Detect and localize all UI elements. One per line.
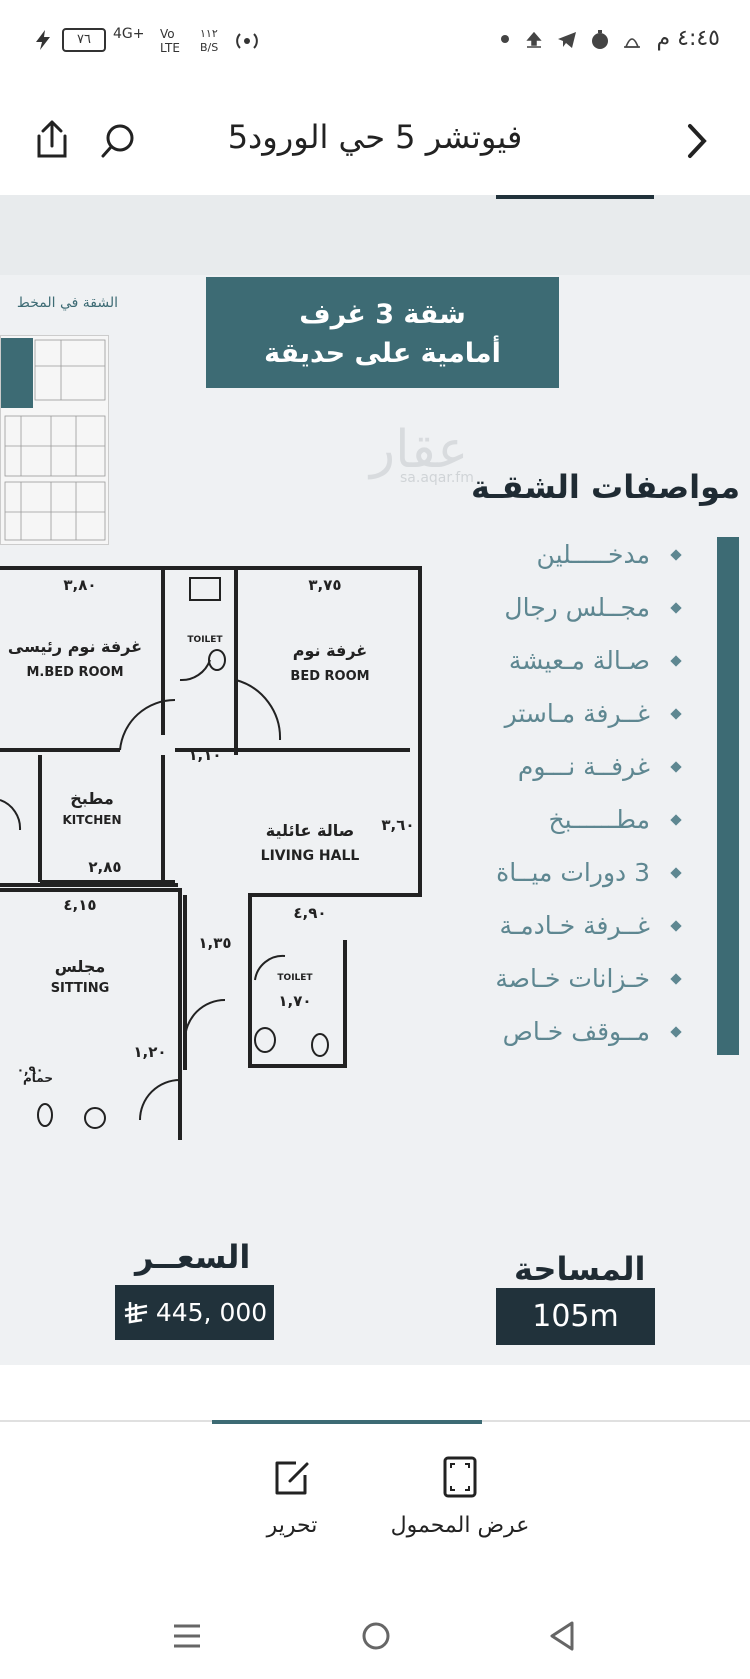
spec-item: 3 دورات ميــاة: [420, 846, 682, 899]
dim-9: ١,٢٠: [133, 1043, 166, 1061]
diamond-bullet-icon: [670, 654, 682, 667]
spec-item: مــوقف خـاص: [420, 1005, 682, 1058]
room-master-ar: غرفة نوم رئيسى: [8, 637, 142, 656]
menu-icon[interactable]: [172, 1622, 202, 1650]
edit-label: تحرير: [266, 1513, 318, 1538]
spec-item: غــرفة مـاستر: [420, 687, 682, 740]
diamond-bullet-icon: [670, 548, 682, 561]
diamond-bullet-icon: [670, 760, 682, 773]
room-bed-ar: غرفة نوم: [293, 641, 367, 660]
charging-icon: [36, 30, 50, 50]
room-toilet-en: TOILET: [187, 635, 223, 645]
back-triangle-icon[interactable]: [548, 1620, 578, 1652]
hotspot-icon: [236, 33, 258, 49]
diamond-bullet-icon: [670, 1025, 682, 1038]
edit-icon: [275, 1461, 309, 1495]
diamond-bullet-icon: [670, 601, 682, 614]
scroll-indicator: [212, 1420, 482, 1424]
building-minimap: [0, 335, 109, 545]
banner-line2: أمامية على حديقة: [264, 338, 501, 369]
room-kitchen-en: KITCHEN: [62, 813, 121, 827]
search-icon[interactable]: [100, 120, 140, 160]
watermark-logo: عقار: [370, 420, 469, 480]
diamond-bullet-icon: [670, 972, 682, 985]
spec-item: غــرفة خـادمـة: [420, 899, 682, 952]
room-bath-ar: حمام: [23, 1071, 53, 1086]
room-sitting-ar: مجلس: [55, 957, 106, 976]
network-type: 4G+: [113, 26, 145, 42]
app-header: [0, 80, 750, 200]
room-sitting-en: SITTING: [51, 981, 110, 996]
diamond-bullet-icon: [670, 919, 682, 932]
volte-label: Vo LTE: [160, 27, 180, 55]
room-living-ar: صالة عائلية: [266, 821, 354, 840]
room-kitchen-ar: مطبخ: [70, 789, 114, 808]
price-label: السعــر: [135, 1238, 251, 1276]
dim-4: ٢,٨٥: [88, 858, 121, 876]
spec-item: خـزانات خـاصة: [420, 952, 682, 1005]
dim-1: ٣,٨٠: [63, 576, 96, 594]
banner-line1: شقة 3 غرف: [299, 299, 466, 330]
home-circle-icon[interactable]: [360, 1620, 392, 1652]
dim-11: ٣,٦٠: [381, 816, 414, 834]
fullscreen-icon: [443, 1456, 477, 1498]
dim-8: ١,٧٠: [278, 992, 311, 1010]
spec-item: غرفــة نـــوم: [420, 740, 682, 793]
diamond-bullet-icon: [670, 813, 682, 826]
share-icon[interactable]: [33, 118, 71, 160]
upload-icon: [526, 31, 542, 48]
status-time: ٤:٤٥ م: [656, 26, 721, 51]
page-title: فيوتشر 5 حي الورود5: [227, 118, 523, 156]
area-label: المساحة: [514, 1250, 646, 1288]
specs-title: مواصفات الشقـة: [470, 468, 740, 506]
room-master-en: M.BED ROOM: [26, 665, 123, 680]
chevron-right-icon[interactable]: [686, 122, 710, 160]
price-value: 445, 000: [155, 1298, 268, 1327]
specs-accent-bar: [717, 537, 739, 1055]
price-box: 445, 000: [115, 1285, 274, 1340]
floorplan-card[interactable]: [0, 275, 750, 1365]
dim-3: ١,١٠: [188, 746, 221, 764]
diamond-bullet-icon: [670, 866, 682, 879]
alarm-icon: [624, 38, 640, 48]
mobile-view-label: عرض المحمول: [390, 1513, 530, 1538]
plan-location-label: الشقة في المخط: [16, 295, 118, 311]
dim-10: ٠,٩٠: [17, 1063, 44, 1077]
system-nav-bar: [0, 1580, 750, 1679]
data-speed: ١١٢ B/S: [200, 27, 219, 54]
watermark-domain: sa.aqar.fm: [400, 470, 474, 486]
status-bar: ٤:٤٥ م ٧٦ 4G+ Vo LTE ١١٢ B/S: [0, 0, 750, 80]
notification-dot-icon: [501, 35, 509, 43]
room-toilet2-en: TOILET: [277, 973, 313, 983]
dim-6: ٤,٩٠: [293, 904, 326, 922]
timer-icon: [592, 30, 608, 49]
spec-item: مجــلس رجال: [420, 581, 682, 634]
spec-item: مدخـــــلين: [420, 528, 682, 581]
room-living-en: LIVING HALL: [261, 848, 360, 864]
dim-2: ٣,٧٥: [308, 576, 341, 594]
floor-plan: غرفة نوم رئيسى M.BED ROOM غرفة نوم BED R…: [0, 566, 422, 1140]
specs-list: مدخـــــلين مجــلس رجال صـالة مـعيشة غــ…: [420, 528, 682, 1058]
battery-icon: ٧٦: [62, 28, 106, 52]
telegram-icon: [558, 32, 576, 48]
image-tab-indicator: [496, 195, 654, 199]
mobile-view-button[interactable]: عرض المحمول: [370, 1455, 550, 1538]
dim-7: ١,٣٥: [198, 934, 231, 952]
room-bed-en: BED ROOM: [290, 669, 369, 684]
dim-5: ٤,١٥: [63, 896, 96, 914]
spec-item: صـالة مـعيشة: [420, 634, 682, 687]
area-value: 105m: [496, 1288, 655, 1345]
riyal-icon: [124, 1301, 148, 1323]
spec-item: مطــــــبخ: [420, 793, 682, 846]
apartment-banner: شقة 3 غرف أمامية على حديقة: [206, 277, 559, 388]
diamond-bullet-icon: [670, 707, 682, 720]
edit-button[interactable]: تحرير: [202, 1455, 382, 1538]
